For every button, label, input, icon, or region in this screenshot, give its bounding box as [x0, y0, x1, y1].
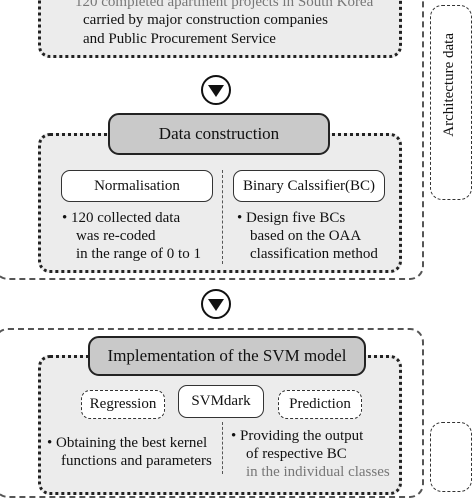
prediction-text-3: in the individual classes: [246, 464, 390, 480]
normalisation-box: Normalisation: [61, 170, 213, 202]
prediction-label: Prediction: [289, 396, 351, 412]
side-label-box-2: [430, 422, 472, 492]
stage1-outer-frame: [0, 0, 424, 280]
regression-text-2: functions and parameters: [61, 453, 212, 469]
prediction-text-2: of respective BC: [246, 446, 347, 462]
architecture-data-label-box: [430, 5, 472, 200]
data-source-line3: and Public Procurement Service: [83, 31, 276, 47]
normalisation-text-1: • 120 collected data: [62, 210, 181, 226]
binary-classifier-text-3: classification method: [250, 246, 378, 262]
regression-label: Regression: [89, 396, 157, 412]
svm-model-title-box: Implementation of the SVM model: [88, 336, 366, 376]
data-source-line2: carried by major construction companies: [83, 12, 328, 28]
down-arrow-icon: [201, 75, 231, 105]
normalisation-text-3: in the range of 0 to 1: [76, 246, 201, 262]
stage2-divider: [222, 170, 223, 264]
stage3-divider: [222, 422, 223, 474]
prediction-box: Prediction: [278, 390, 362, 419]
binary-classifier-box: Binary Calssifier(BC): [233, 170, 385, 202]
svmdark-label: SVMdark: [191, 393, 251, 409]
data-construction-panel: [38, 133, 402, 273]
data-construction-title: Data construction: [158, 124, 280, 143]
normalisation-text-2: was re-coded: [76, 228, 156, 244]
data-construction-title-box: Data construction: [108, 113, 330, 155]
binary-classifier-label: Binary Calssifier(BC): [242, 177, 376, 194]
down-arrow-icon: [201, 289, 231, 319]
regression-text-1: • Obtaining the best kernel: [47, 435, 208, 451]
binary-classifier-text-1: • Design five BCs: [237, 210, 346, 226]
normalisation-label: Normalisation: [94, 177, 180, 194]
regression-box: Regression: [81, 390, 165, 419]
svmdark-box: SVMdark: [178, 385, 264, 418]
binary-classifier-text-2: based on the OAA: [250, 228, 362, 244]
prediction-text-1: • Providing the output: [231, 428, 364, 444]
architecture-data-label: Architecture data: [441, 33, 457, 137]
data-source-box: [38, 0, 402, 58]
svm-model-title: Implementation of the SVM model: [107, 346, 347, 365]
data-source-line1: 120 completed apartment projects in Sout…: [75, 0, 374, 10]
